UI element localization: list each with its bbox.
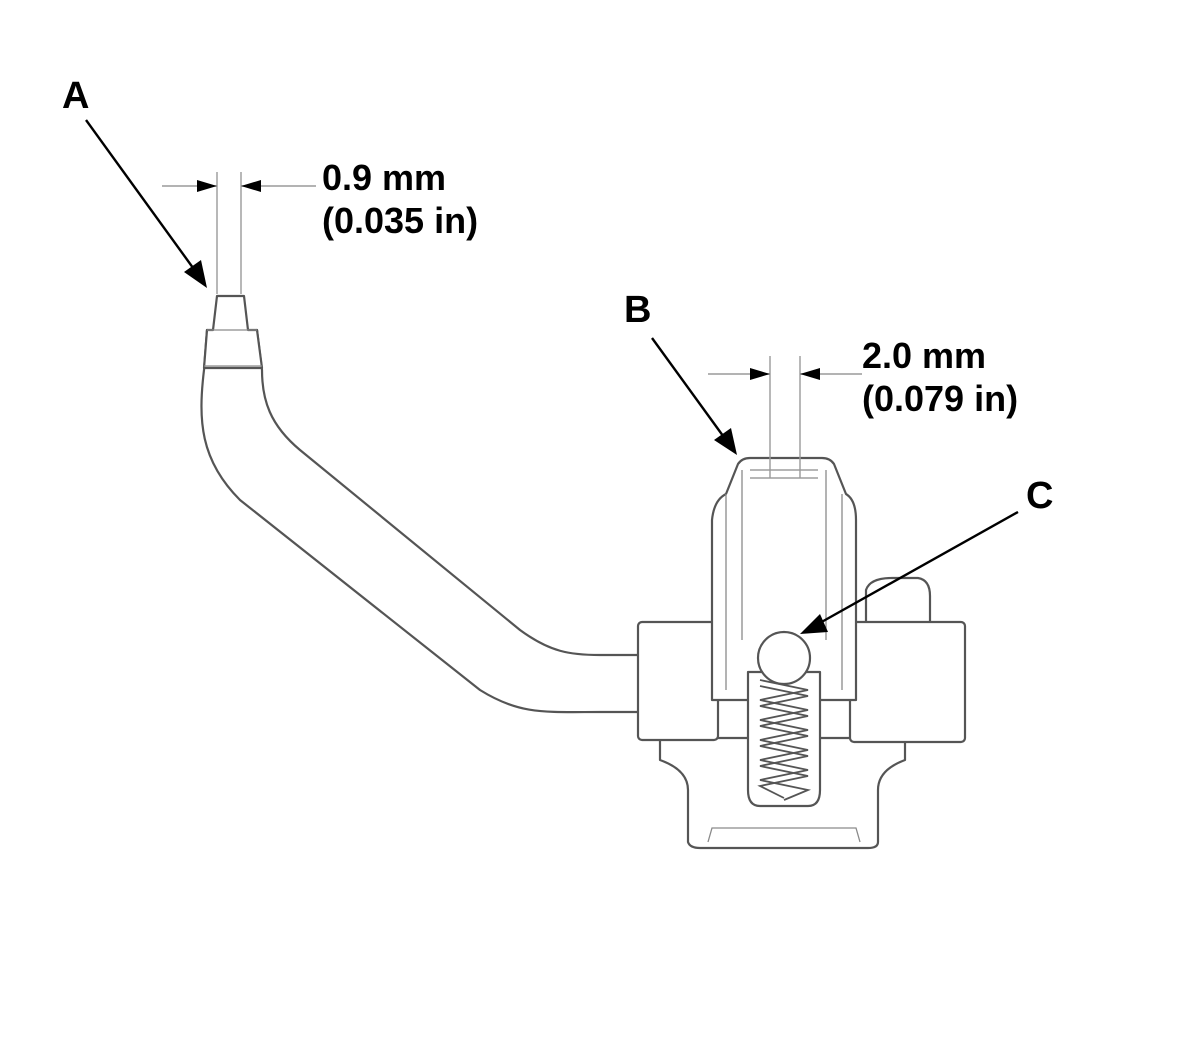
dimension-a-imperial: (0.035 in) bbox=[322, 200, 478, 241]
dimension-b-imperial: (0.079 in) bbox=[862, 378, 1018, 419]
dimension-b-metric: 2.0 mm bbox=[862, 335, 986, 376]
leader-a bbox=[85, 119, 207, 288]
bent-rod bbox=[200, 294, 642, 714]
callout-b-label: B bbox=[624, 289, 651, 331]
valve-body bbox=[636, 456, 967, 850]
leader-c bbox=[800, 510, 1019, 634]
dimension-b bbox=[708, 356, 862, 478]
dimension-a bbox=[162, 172, 316, 294]
callout-a-label: A bbox=[62, 75, 89, 117]
dimension-a-metric: 0.9 mm bbox=[322, 157, 446, 198]
leader-b bbox=[651, 337, 737, 455]
callout-c-label: C bbox=[1026, 475, 1053, 517]
